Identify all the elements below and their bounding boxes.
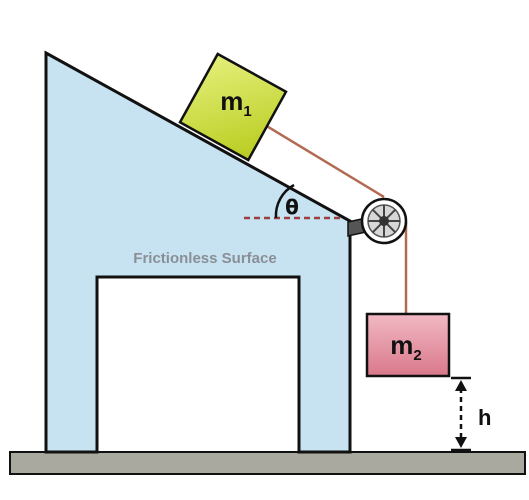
- angle-arc: [274, 183, 295, 219]
- block-m1: [178, 52, 288, 162]
- ground: [9, 451, 526, 475]
- surface-label: Frictionless Surface: [133, 250, 276, 267]
- rope-incline: [259, 120, 385, 199]
- height-label: h: [478, 405, 491, 430]
- block-m2-label: m2: [390, 330, 421, 364]
- ramp-body: [44, 50, 352, 454]
- height-indicator: [451, 376, 471, 452]
- block-m2: [365, 312, 451, 378]
- block-m1-label: m1: [220, 86, 251, 120]
- pulley-wheel-icon: [360, 197, 408, 245]
- angle-label: θ: [285, 195, 299, 219]
